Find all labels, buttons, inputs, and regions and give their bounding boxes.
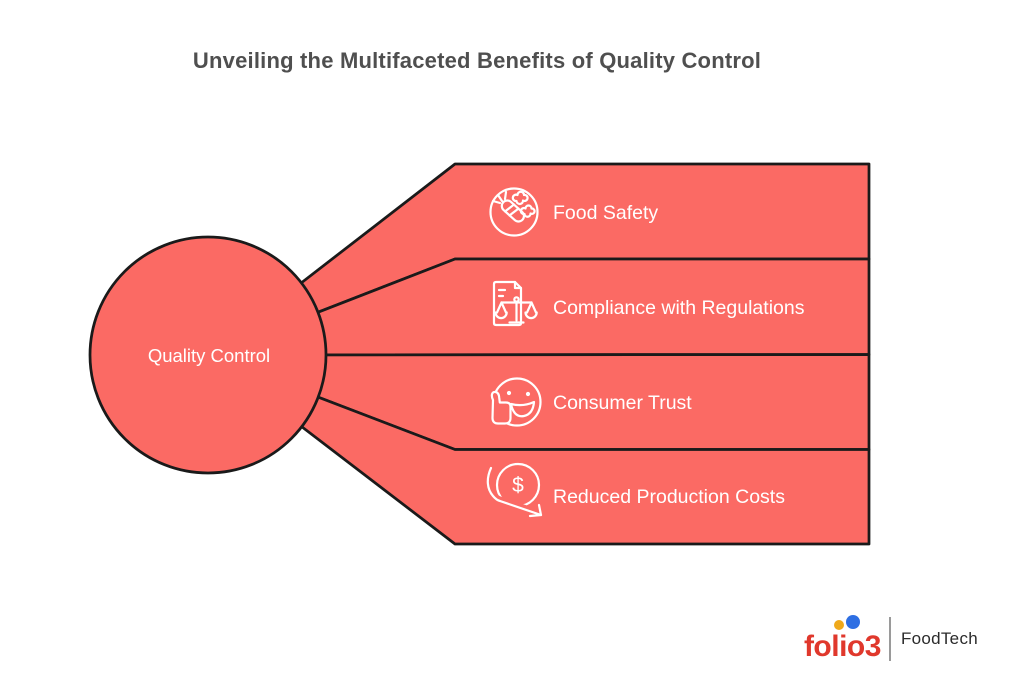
hub-label: Quality Control	[148, 345, 270, 366]
logo-division-text: FoodTech	[900, 629, 978, 648]
benefit-label-compliance: Compliance with Regulations	[553, 297, 805, 319]
benefit-label-food-safety: Food Safety	[553, 202, 658, 224]
benefit-bar-reduced-costs	[206, 353, 871, 546]
document-scales-icon	[492, 280, 538, 327]
logo-blue-dot	[845, 615, 860, 629]
logo-yellow-dot	[833, 620, 844, 630]
benefit-label-reduced-costs: Reduced Production Costs	[553, 486, 785, 508]
dollar-decrease-icon: $	[483, 462, 546, 520]
smiley-thumbs-up-icon	[490, 377, 542, 427]
folio3-foodtech-logo: folio3 FoodTech	[803, 615, 978, 663]
page-title: Unveiling the Multifaceted Benefits of Q…	[192, 48, 762, 73]
dollar-glyph: $	[512, 474, 524, 497]
logo-brand-wrap: folio3	[803, 615, 882, 663]
vegetables-icon	[489, 187, 539, 237]
hub-circle	[88, 235, 328, 475]
benefit-label-consumer-trust: Consumer Trust	[553, 392, 692, 414]
logo-divider	[888, 617, 891, 661]
logo-brand-text: folio3	[803, 630, 882, 663]
